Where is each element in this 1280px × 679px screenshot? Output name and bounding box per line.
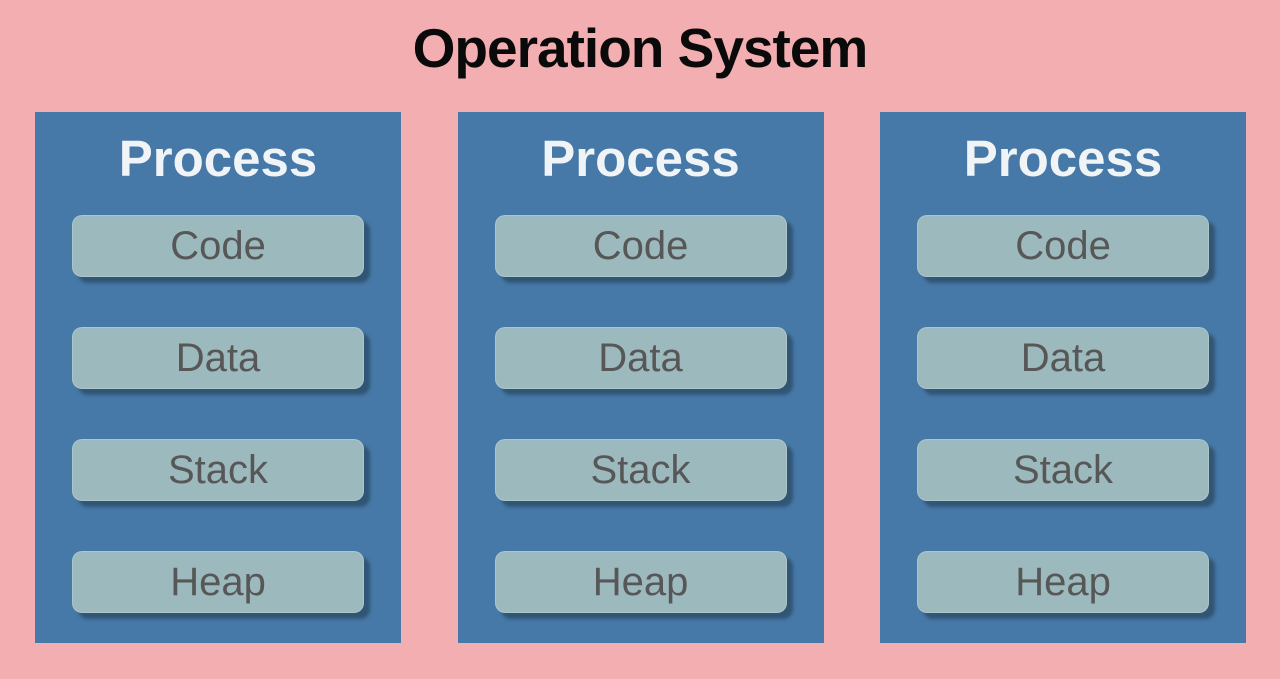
memory-segment-data: Data <box>72 327 364 389</box>
memory-segment-code: Code <box>917 215 1209 277</box>
process-title: Process <box>963 130 1163 187</box>
memory-segment-list: Code Data Stack Heap <box>494 215 787 613</box>
memory-segment-heap: Heap <box>494 551 787 613</box>
memory-segment-code: Code <box>72 215 364 277</box>
memory-segment-heap: Heap <box>917 551 1209 613</box>
memory-segment-stack: Stack <box>72 439 364 501</box>
process-card-2: Process Code Data Stack Heap <box>457 112 824 643</box>
process-card-1: Process Code Data Stack Heap <box>35 112 401 643</box>
memory-segment-code: Code <box>494 215 787 277</box>
memory-segment-stack: Stack <box>494 439 787 501</box>
memory-segment-heap: Heap <box>72 551 364 613</box>
diagram-title: Operation System <box>412 17 869 79</box>
memory-segment-data: Data <box>917 327 1209 389</box>
process-row: Process Code Data Stack Heap Process Cod… <box>35 112 1246 643</box>
memory-segment-data: Data <box>494 327 787 389</box>
memory-segment-list: Code Data Stack Heap <box>72 215 364 613</box>
process-title: Process <box>118 130 318 187</box>
memory-segment-list: Code Data Stack Heap <box>917 215 1209 613</box>
process-title: Process <box>541 130 740 187</box>
memory-segment-stack: Stack <box>917 439 1209 501</box>
process-card-3: Process Code Data Stack Heap <box>880 112 1246 643</box>
